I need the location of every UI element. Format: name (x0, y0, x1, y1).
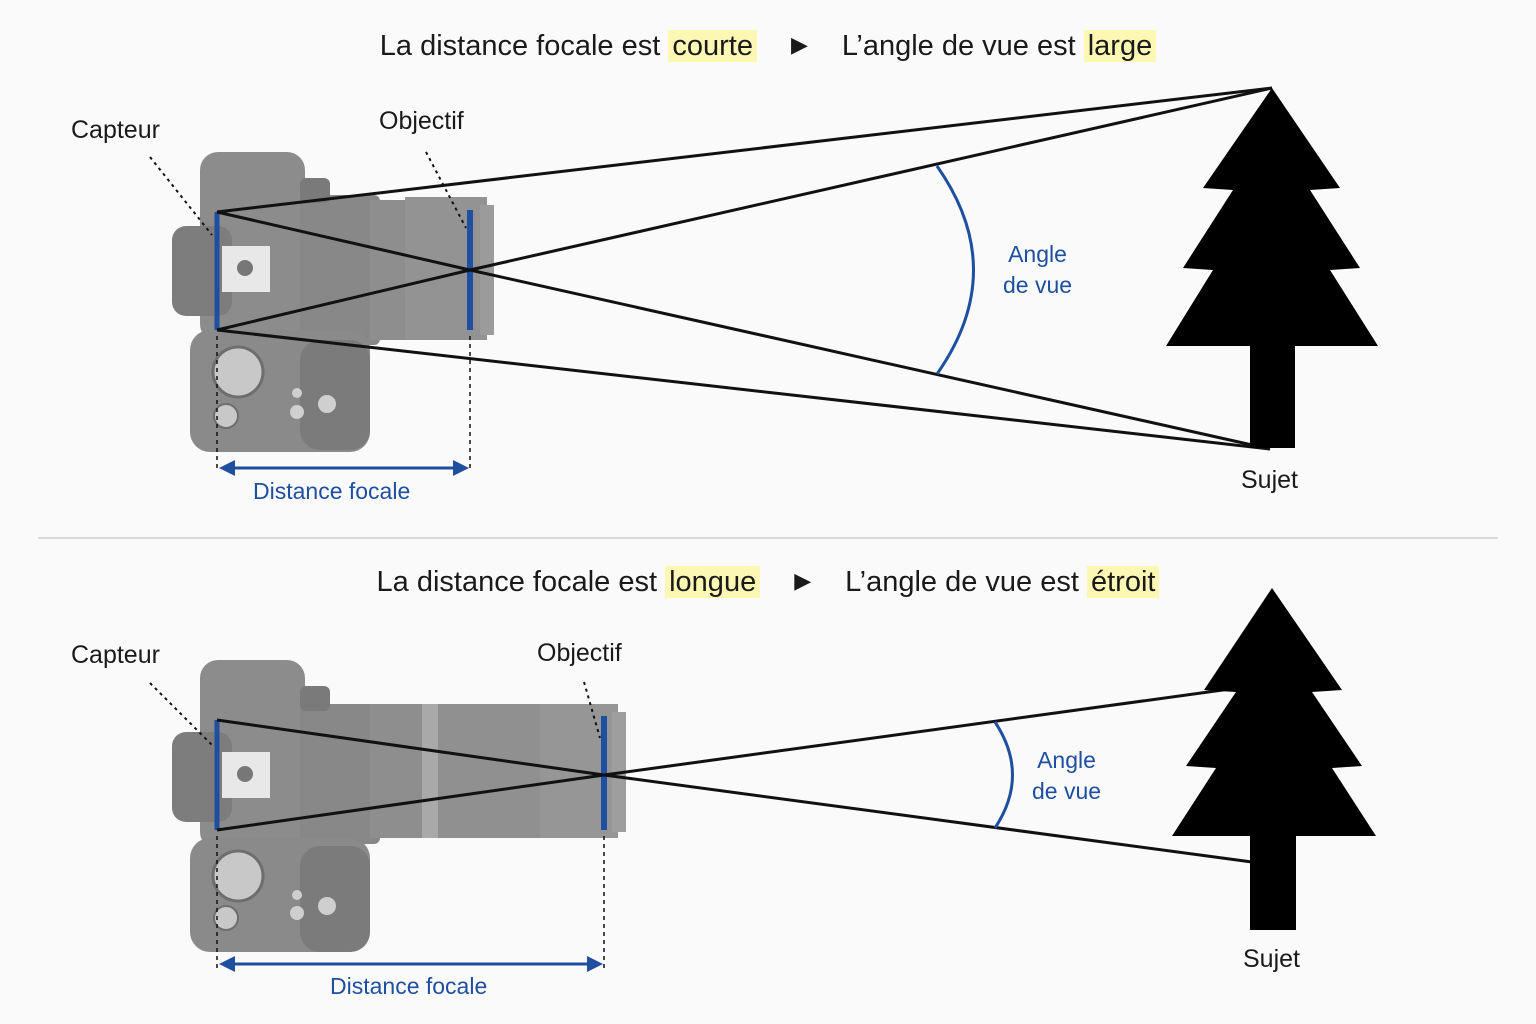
panel-long-diagram (149, 588, 1376, 972)
angle-label-line2: de vue (1002, 272, 1073, 298)
focal-length-label: Distance focale (330, 973, 488, 999)
camera-icon (172, 660, 626, 952)
panel-divider (38, 537, 1498, 539)
dimension-arrow-right (453, 460, 469, 476)
angle-label-line1: Angle (1008, 241, 1067, 267)
tree-icon (1172, 588, 1376, 930)
sensor-label: Capteur (71, 641, 160, 669)
angle-arc (935, 165, 975, 375)
sensor-leader (149, 156, 213, 236)
tree-icon (1166, 88, 1378, 448)
sensor-leader (149, 682, 213, 746)
sensor-label: Capteur (71, 116, 160, 144)
lens-label: Objectif (379, 107, 464, 135)
angle-label-line1: Angle (1037, 747, 1096, 773)
angle-label-line2: de vue (1031, 778, 1102, 804)
subject-label: Sujet (1241, 466, 1298, 494)
angle-label: Angle de vue (990, 239, 1085, 301)
title-highlight-longue: longue (665, 566, 761, 598)
title2-prefix: L’angle de vue est (841, 30, 1084, 62)
dimension-arrow-left (219, 956, 235, 972)
focal-length-label: Distance focale (253, 478, 411, 504)
dimension-arrow-left (219, 460, 235, 476)
title-prefix: La distance focale est (376, 566, 666, 598)
dimension-arrow-right (587, 956, 603, 972)
title-prefix: La distance focale est (379, 30, 669, 62)
panel-short-title: La distance focale est courte ▶ L’angle de… (0, 30, 1536, 63)
subject-label: Sujet (1243, 945, 1300, 973)
lens-label: Objectif (537, 639, 622, 667)
arrow-right-icon: ▶ (794, 568, 812, 593)
angle-arc (993, 721, 1014, 829)
lens-leader (583, 681, 601, 739)
angle-label: Angle de vue (1019, 745, 1114, 807)
lens-leader (425, 151, 467, 229)
title-highlight-etroit: étroit (1086, 566, 1160, 598)
light-rays (216, 86, 1273, 451)
arrow-right-icon: ▶ (790, 32, 808, 57)
title-highlight-courte: courte (668, 30, 757, 62)
panel-short-diagram (149, 86, 1378, 476)
title-highlight-large: large (1083, 30, 1157, 62)
light-rays (216, 687, 1253, 864)
panel-long-title: La distance focale est longue ▶ L’angle de… (0, 566, 1536, 599)
title2-prefix: L’angle de vue est (845, 566, 1087, 598)
